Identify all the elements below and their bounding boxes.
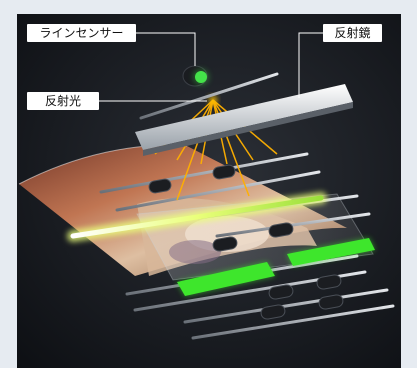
label-reflective-mirror: 反射鏡 [323,24,382,42]
upper-rail [139,72,279,120]
scan-lamp [67,192,327,242]
label-line-sensor: ラインセンサー [27,24,136,42]
leader-lines [99,32,323,102]
scanner-diagram [17,14,401,368]
reflective-mirror-icon [135,84,353,156]
line-sensor-icon [182,65,209,87]
diagram-frame: ラインセンサー 反射鏡 反射光 [17,14,401,368]
roller-icon [148,164,294,252]
lower-rollers [260,274,344,320]
label-reflected-light: 反射光 [27,92,99,110]
green-light-strips [177,238,375,296]
light-focus-point [209,96,217,104]
